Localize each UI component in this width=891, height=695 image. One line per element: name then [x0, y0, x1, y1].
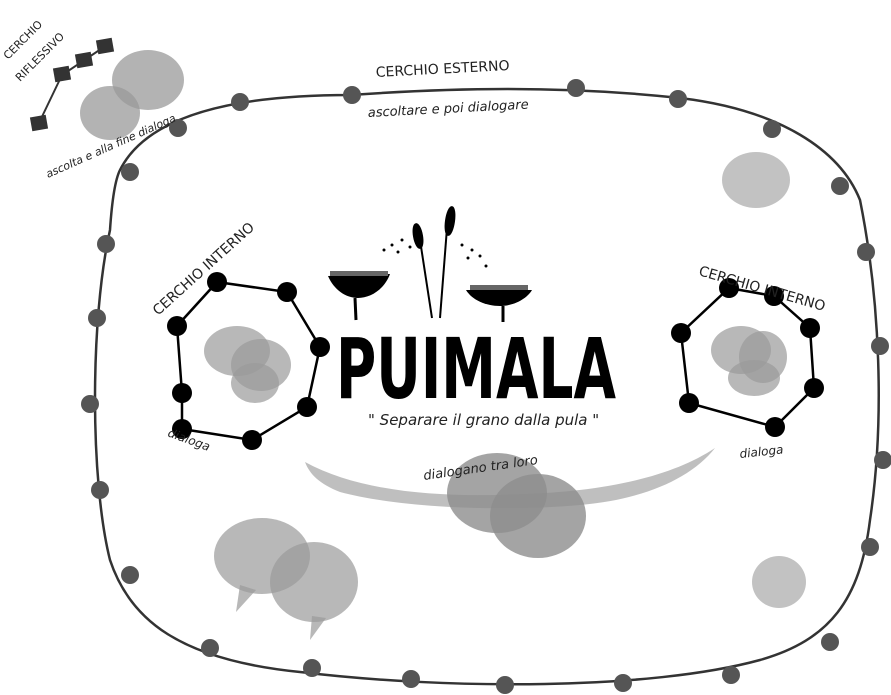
speech-bubble-pair-bottom-left	[214, 518, 358, 640]
outer-circle-caption: ascoltare e poi dialogare	[367, 98, 529, 121]
sieve-icon	[328, 271, 390, 320]
page-title: PUIMALA	[336, 320, 616, 418]
grain-dots	[383, 239, 488, 268]
outer-circle-label: CERCHIO ESTERNO	[375, 58, 510, 81]
sieve-icon	[466, 285, 532, 322]
inner-right-caption: dialoga	[739, 442, 784, 461]
square-marker-icon	[53, 66, 71, 83]
square-marker-icon	[96, 38, 114, 55]
speech-bubble-icon	[112, 50, 184, 110]
square-marker-icon	[75, 52, 93, 69]
inner-right-label: CERCHIO INTERNO	[697, 263, 827, 314]
speech-bubble-icon	[722, 152, 790, 208]
page-subtitle: " Separare il grano dalla pula "	[368, 411, 599, 429]
wheat-icon	[412, 207, 456, 318]
square-marker-icon	[30, 115, 48, 132]
inner-circle-left	[167, 272, 330, 450]
inner-left-label: CERCHIO INTERNO	[150, 220, 258, 319]
speech-bubble-icon	[752, 556, 806, 608]
